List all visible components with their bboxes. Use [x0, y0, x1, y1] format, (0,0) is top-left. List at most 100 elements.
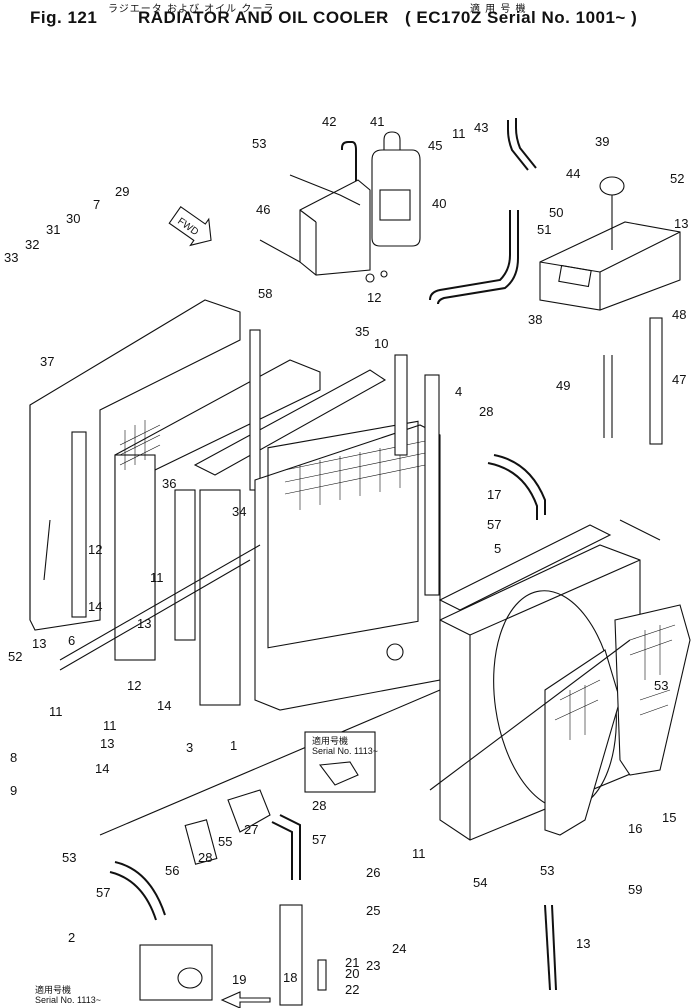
part-label: 18 — [283, 970, 297, 985]
figure-header: ラジエータ および オイル クーラ 適 用 号 機 Fig. 121 RADIA… — [0, 0, 691, 38]
shroud-frame — [114, 329, 387, 706]
jp-serial-caption: 適 用 号 機 — [470, 4, 527, 15]
part-label: 24 — [392, 941, 406, 956]
part-label: 52 — [670, 171, 684, 186]
part-label: 31 — [46, 222, 60, 237]
part-label: 13 — [100, 736, 114, 751]
part-label: 23 — [366, 958, 380, 973]
part-label: 25 — [366, 903, 380, 918]
part-label: 59 — [628, 882, 642, 897]
part-label: 13 — [674, 216, 688, 231]
part-label: 50 — [549, 205, 563, 220]
part-label: 38 — [528, 312, 542, 327]
part-label: 37 — [40, 354, 54, 369]
leader-lines — [59, 519, 661, 836]
inset-19-serial: Serial No. 1113~ — [35, 995, 101, 1005]
part-label: 19 — [232, 972, 246, 987]
part-label: 16 — [628, 821, 642, 836]
lower-hoses — [109, 789, 327, 1006]
part-label: 13 — [32, 636, 46, 651]
part-label: 21 — [345, 955, 359, 970]
part-label: 28 — [312, 798, 326, 813]
part-label: 54 — [473, 875, 487, 890]
part-label: 30 — [66, 211, 80, 226]
part-label: 39 — [595, 134, 609, 149]
part-label: 44 — [566, 166, 580, 181]
part-label: 53 — [654, 678, 668, 693]
pipe-43 — [429, 118, 537, 305]
part-label: 41 — [370, 114, 384, 129]
part-label: 28 — [198, 850, 212, 865]
part-label: 14 — [157, 698, 171, 713]
part-label: 46 — [256, 202, 270, 217]
inset-55-serial: Serial No. 1113~ — [312, 746, 378, 756]
part-label: 56 — [165, 863, 179, 878]
inset-19-jp: 適用号機 — [35, 984, 71, 995]
inset-55-jp: 適用号機 — [312, 735, 348, 746]
part-label: 7 — [93, 197, 100, 212]
part-label: 12 — [367, 290, 381, 305]
part-label: 43 — [474, 120, 488, 135]
part-label: 27 — [244, 822, 258, 837]
part-label: 57 — [312, 832, 326, 847]
part-label: 17 — [487, 487, 501, 502]
part-label: 40 — [432, 196, 446, 211]
part-label: 11 — [49, 704, 63, 719]
part-label: 13 — [576, 936, 590, 951]
part-label: 36 — [162, 476, 176, 491]
part-label: 10 — [374, 336, 388, 351]
inset-19: 適用号機 Serial No. 1113~ — [35, 944, 271, 1008]
part-number-labels: 53 42 41 11 43 45 40 39 44 52 46 50 51 1… — [4, 114, 688, 997]
part-label: 58 — [258, 286, 272, 301]
part-label: 57 — [96, 885, 110, 900]
part-label: 45 — [428, 138, 442, 153]
guard-screen-15-16 — [544, 604, 691, 836]
part-label: 5 — [494, 541, 501, 556]
part-label: 49 — [556, 378, 570, 393]
part-label: 11 — [412, 846, 426, 861]
part-label: 35 — [355, 324, 369, 339]
part-label: 42 — [322, 114, 336, 129]
reserve-tank-group — [259, 131, 421, 283]
part-label: 57 — [487, 517, 501, 532]
part-label: 15 — [662, 810, 676, 825]
part-label: 14 — [88, 599, 102, 614]
part-label: 1 — [230, 738, 237, 753]
figure-subtitle: ( EC170Z Serial No. 1001~ ) — [405, 8, 638, 27]
part-label: 29 — [115, 184, 129, 199]
part-label: 12 — [88, 542, 102, 557]
part-label: 20 — [345, 966, 359, 981]
part-label: 34 — [232, 504, 246, 519]
part-label: 11 — [103, 718, 117, 733]
part-label: 22 — [345, 982, 359, 997]
inset-55: 適用号機 Serial No. 1113~ — [304, 731, 378, 793]
part-label: 53 — [252, 136, 266, 151]
part-label: 12 — [127, 678, 141, 693]
part-label: 33 — [4, 250, 18, 265]
figure-number: Fig. 121 — [30, 8, 98, 27]
fwd-arrow: FWD — [168, 206, 212, 247]
part-label: 47 — [672, 372, 686, 387]
part-label: 13 — [137, 616, 151, 631]
side-panel-37 — [29, 299, 241, 631]
jp-title-caption: ラジエータ および オイル クーラ — [108, 4, 275, 15]
part-label: 8 — [10, 750, 17, 765]
part-label: 55 — [218, 834, 232, 849]
figure-title: RADIATOR AND OIL COOLER — [138, 8, 389, 27]
part-label: 51 — [537, 222, 551, 237]
part-label: 6 — [68, 633, 75, 648]
part-label: 11 — [150, 570, 164, 585]
part-label: 26 — [366, 865, 380, 880]
part-label: 3 — [186, 740, 193, 755]
oil-tank-38 — [539, 176, 681, 311]
part-label: 32 — [25, 237, 39, 252]
part-label: 14 — [95, 761, 109, 776]
part-label: 9 — [10, 783, 17, 798]
part-label: 52 — [8, 649, 22, 664]
part-label: 28 — [479, 404, 493, 419]
part-label: 48 — [672, 307, 686, 322]
part-label: 53 — [540, 863, 554, 878]
part-label: 53 — [62, 850, 76, 865]
part-label: 11 — [452, 126, 466, 141]
